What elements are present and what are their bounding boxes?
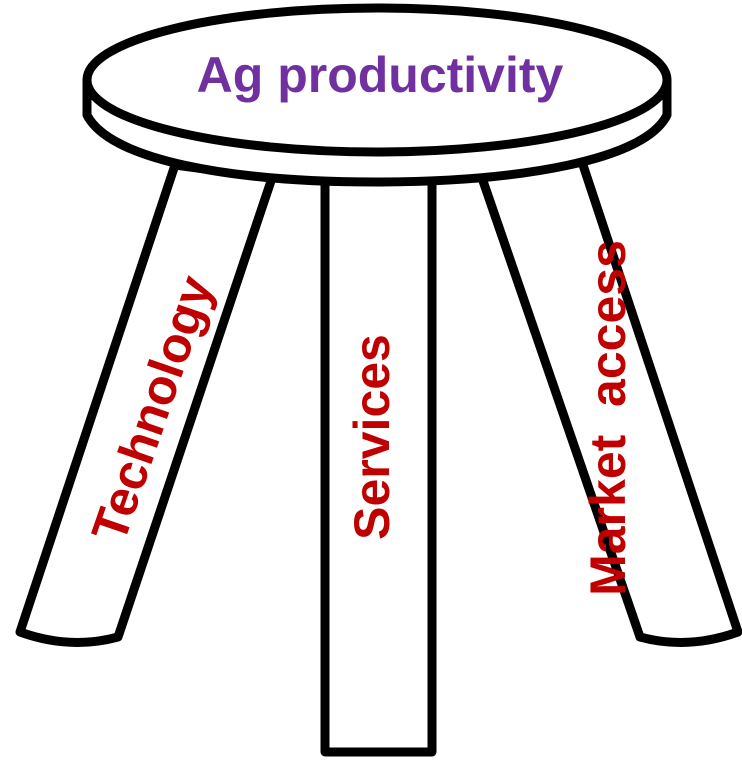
leg-label-services: Services [344, 334, 400, 540]
stool-leg-left-outline [15, 160, 277, 647]
leg-label-market-access: Market access [580, 240, 636, 596]
stool-leg-right: Market access [477, 157, 742, 647]
seat-label-ag-productivity: Ag productivity [197, 47, 564, 103]
stool-leg-left: Technology [15, 160, 277, 647]
stool-seat-top [82, 3, 672, 157]
stool-leg-right-outline [477, 157, 742, 647]
stool-seat: Ag productivity [82, 3, 672, 187]
stool-leg-middle: Services [320, 175, 437, 757]
